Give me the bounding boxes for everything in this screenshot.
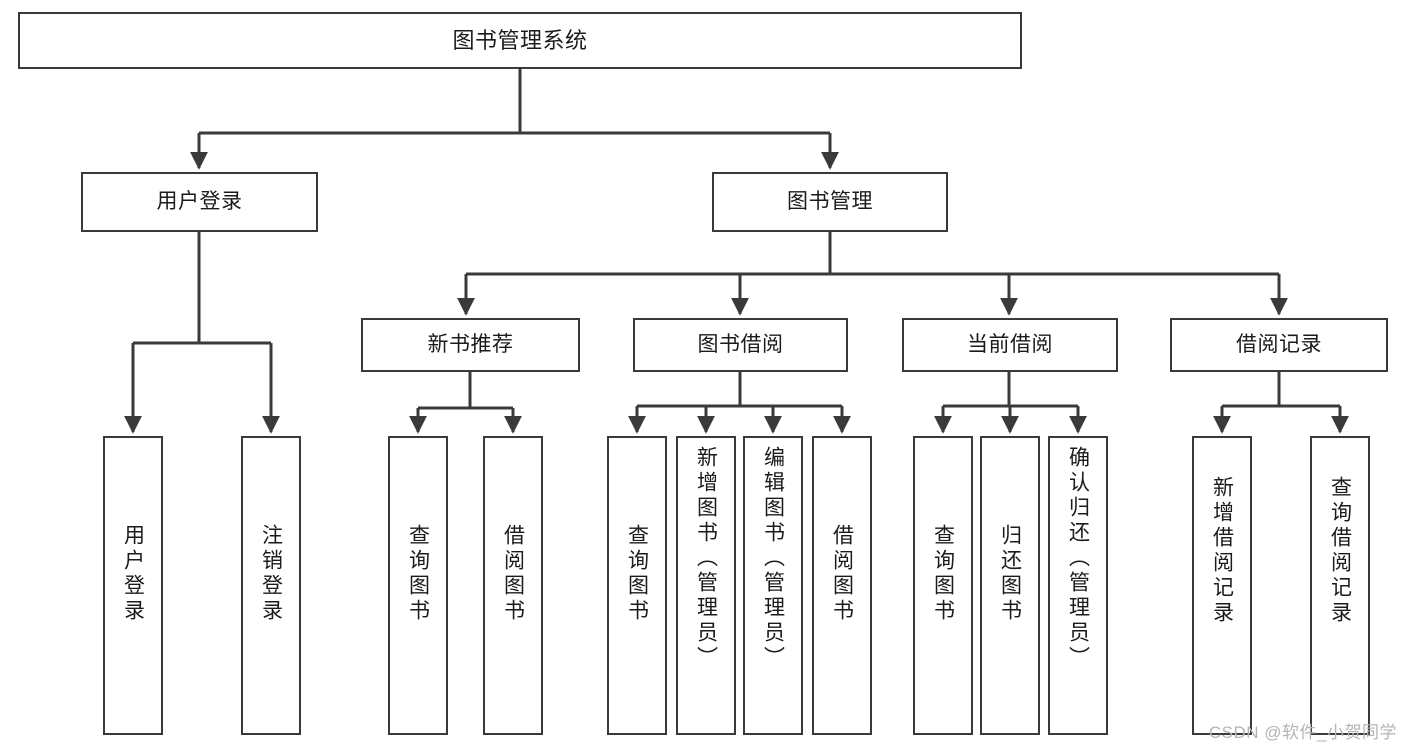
leaf-query-book-2-label: 查询图书	[625, 524, 649, 624]
leaf-add-record[interactable]: 新增借阅记录	[1192, 436, 1252, 735]
leaf-confirm-return-label: 确认归还（管理员）	[1066, 446, 1090, 671]
leaf-borrow-book-2[interactable]: 借阅图书	[812, 436, 872, 735]
node-root-label: 图书管理系统	[452, 27, 588, 53]
watermark-text: CSDN @软件_小贺同学	[1208, 723, 1397, 742]
node-book-borrow[interactable]: 图书借阅	[633, 318, 848, 372]
node-book-management[interactable]: 图书管理	[712, 172, 948, 232]
leaf-logout-login-label: 注销登录	[259, 524, 283, 624]
leaf-query-book-1-label: 查询图书	[406, 524, 430, 624]
leaf-borrow-book-2-label: 借阅图书	[830, 524, 854, 624]
leaf-query-book-2[interactable]: 查询图书	[607, 436, 667, 735]
node-current-borrow-label: 当前借阅	[967, 332, 1053, 356]
leaf-return-book-label: 归还图书	[998, 524, 1022, 624]
leaf-edit-book-label: 编辑图书（管理员）	[761, 446, 785, 671]
node-root[interactable]: 图书管理系统	[18, 12, 1022, 69]
leaf-query-record-label: 查询借阅记录	[1328, 476, 1352, 626]
node-current-borrow[interactable]: 当前借阅	[902, 318, 1118, 372]
leaf-borrow-book-1[interactable]: 借阅图书	[483, 436, 543, 735]
node-new-book-recommend-label: 新书推荐	[427, 332, 514, 356]
leaf-query-book-1[interactable]: 查询图书	[388, 436, 448, 735]
leaf-add-record-label: 新增借阅记录	[1210, 476, 1234, 626]
leaf-confirm-return[interactable]: 确认归还（管理员）	[1048, 436, 1108, 735]
leaf-query-record[interactable]: 查询借阅记录	[1310, 436, 1370, 735]
leaf-user-login-label: 用户登录	[121, 524, 145, 624]
leaf-query-book-3[interactable]: 查询图书	[913, 436, 973, 735]
leaf-logout-login[interactable]: 注销登录	[241, 436, 301, 735]
node-user-login[interactable]: 用户登录	[81, 172, 318, 232]
leaf-edit-book[interactable]: 编辑图书（管理员）	[743, 436, 803, 735]
node-book-management-label: 图书管理	[787, 189, 873, 213]
leaf-user-login[interactable]: 用户登录	[103, 436, 163, 735]
leaf-add-book[interactable]: 新增图书（管理员）	[676, 436, 736, 735]
leaf-borrow-book-1-label: 借阅图书	[501, 524, 525, 624]
node-book-borrow-label: 图书借阅	[697, 332, 784, 356]
node-user-login-label: 用户登录	[156, 189, 243, 213]
node-borrow-record[interactable]: 借阅记录	[1170, 318, 1388, 372]
leaf-query-book-3-label: 查询图书	[931, 524, 955, 624]
node-borrow-record-label: 借阅记录	[1236, 332, 1322, 356]
leaf-add-book-label: 新增图书（管理员）	[694, 446, 718, 671]
leaf-return-book[interactable]: 归还图书	[980, 436, 1040, 735]
node-new-book-recommend[interactable]: 新书推荐	[361, 318, 580, 372]
